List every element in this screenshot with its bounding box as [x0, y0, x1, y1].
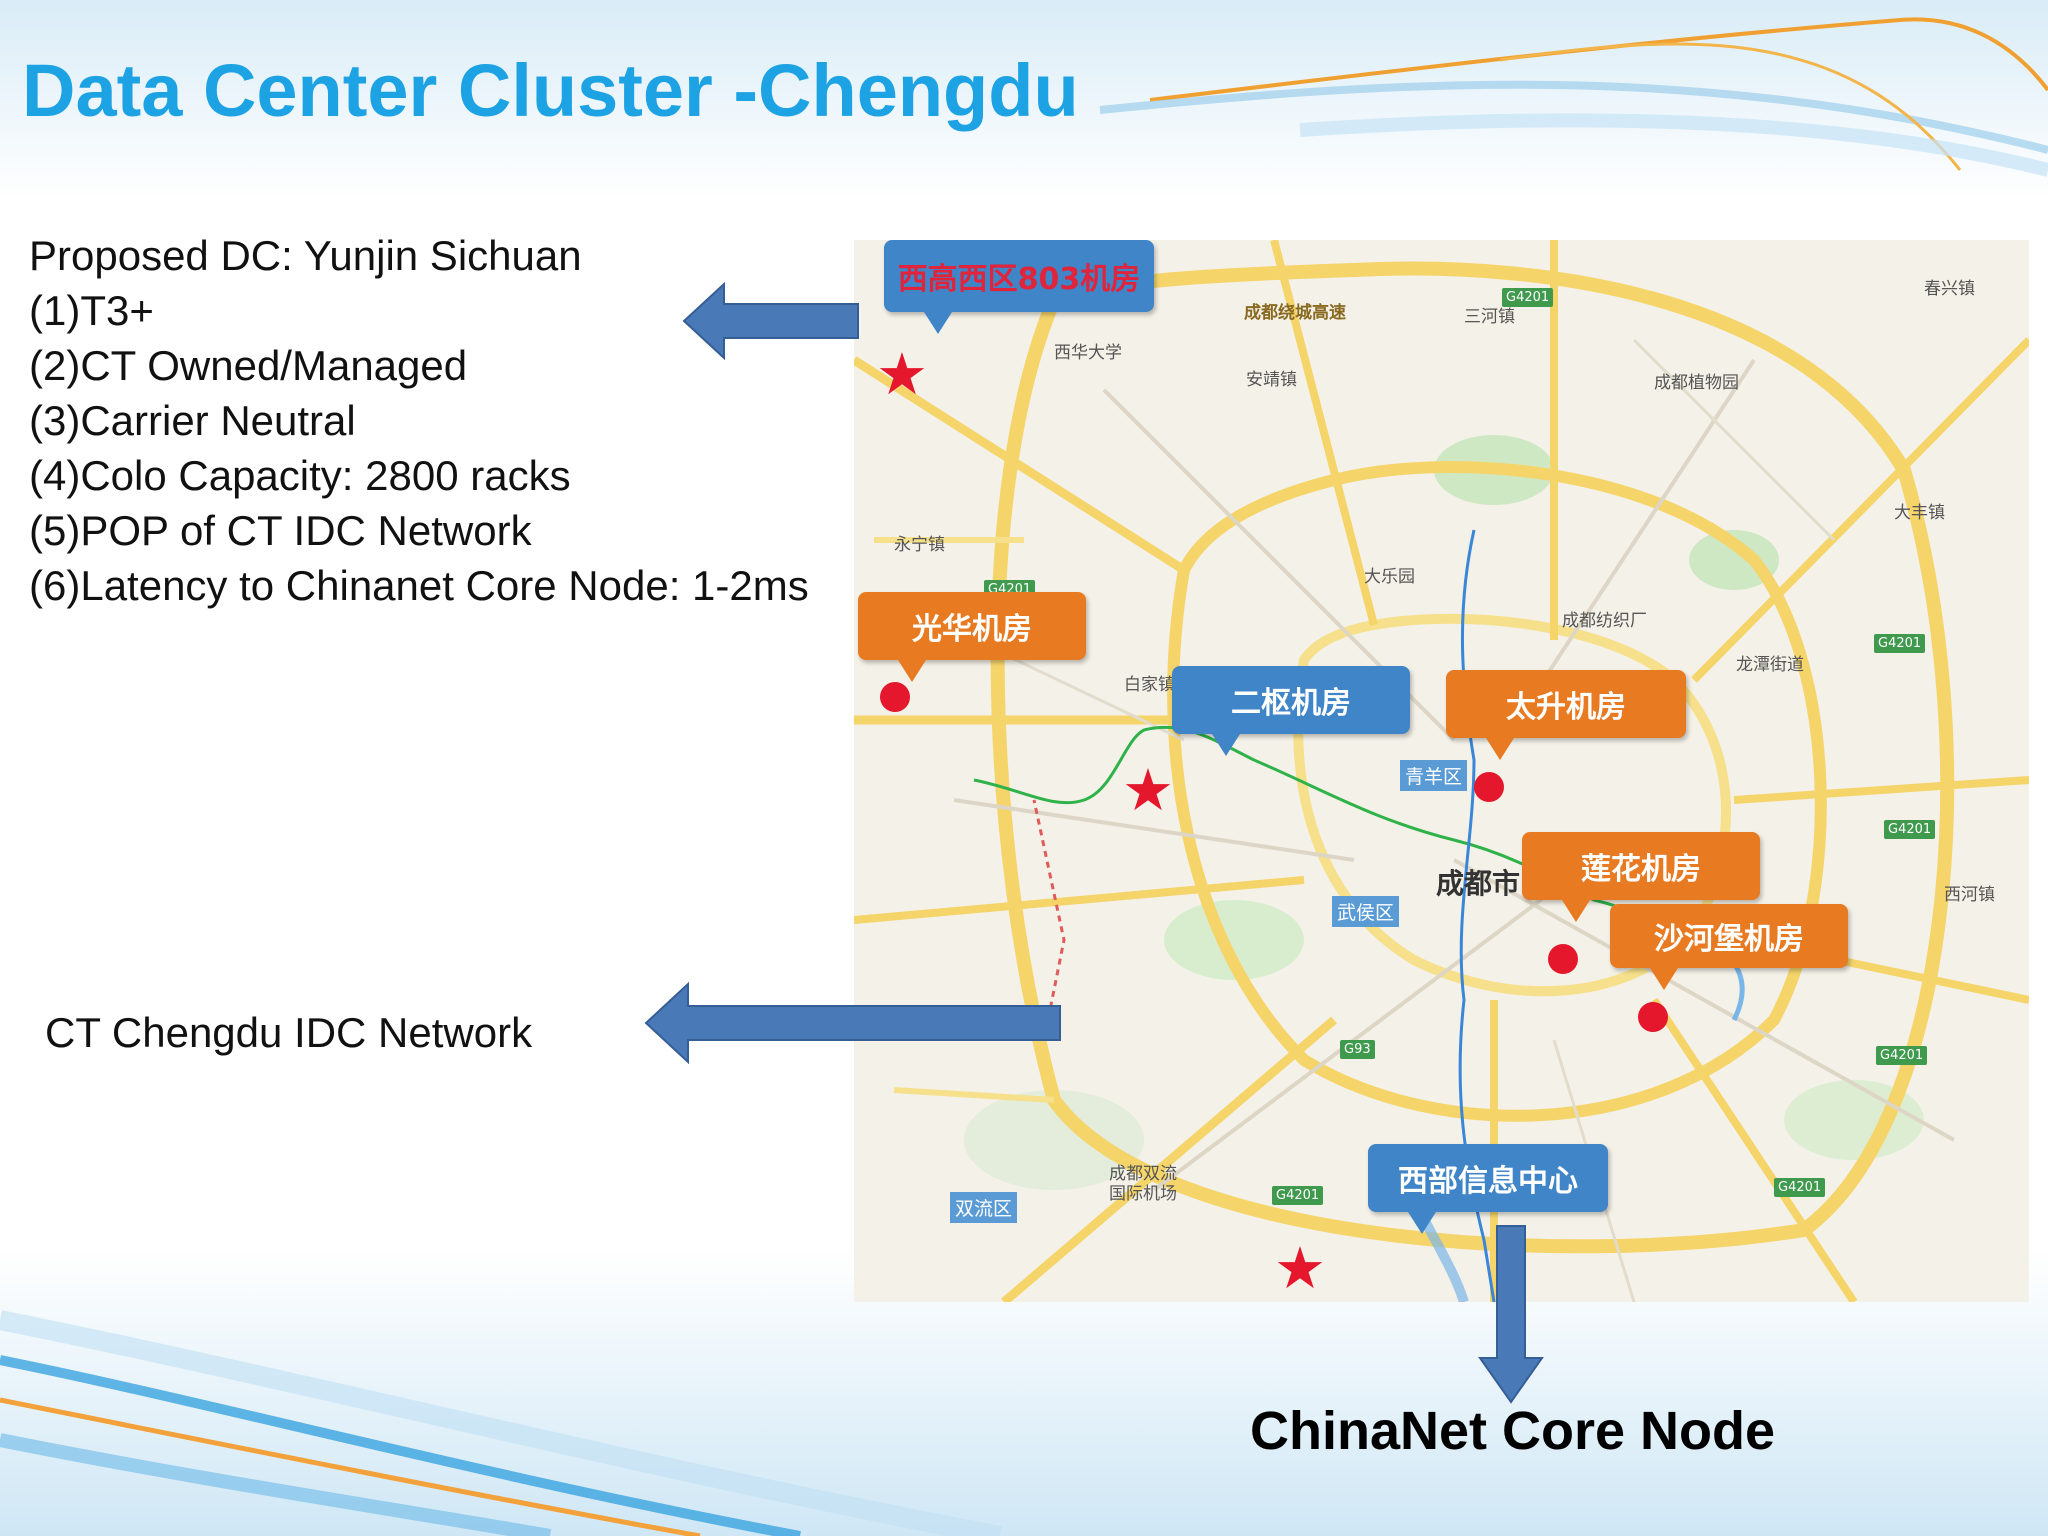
callout-tail [1408, 1212, 1436, 1234]
district-label: 青羊区 [1400, 760, 1468, 791]
map-label: 成都绕城高速 [1244, 303, 1346, 323]
map-label: 西河镇 [1944, 885, 1995, 905]
star-marker: ★ [876, 342, 928, 407]
road-badge: G4201 [1502, 288, 1554, 307]
left-arrow-idc-network [644, 981, 1061, 1065]
callout-tail [924, 312, 952, 334]
callout-erhuan-dc: 二枢机房 [1172, 666, 1410, 756]
spec-line: (2)CT Owned/Managed [29, 342, 468, 389]
road-badge: G4201 [1876, 1046, 1928, 1065]
callout-label: 沙河堡机房 [1654, 922, 1804, 957]
city-label: 成都市 [1436, 867, 1521, 900]
road-badge: G4201 [1884, 820, 1936, 839]
callout-shahebao-dc: 沙河堡机房 [1610, 904, 1848, 990]
map-label: 永宁镇 [894, 535, 945, 555]
star-marker: ★ [1122, 758, 1174, 823]
dot-marker [880, 682, 910, 712]
map-label: 西华大学 [1054, 343, 1122, 363]
callout-tail [898, 660, 926, 682]
road-badge: G4201 [1874, 634, 1926, 653]
map-label: 大丰镇 [1894, 503, 1945, 523]
map-label: 安靖镇 [1246, 370, 1297, 390]
map-label: 成都纺织厂 [1562, 611, 1647, 631]
star-marker: ★ [1274, 1236, 1326, 1301]
road-badge: G4201 [1774, 1178, 1826, 1197]
map-label: 成都植物园 [1654, 373, 1739, 393]
callout-tail [1562, 900, 1590, 922]
map-label: 白家镇 [1124, 675, 1175, 695]
callout-label: 太升机房 [1506, 690, 1626, 725]
district-label: 武侯区 [1332, 896, 1400, 927]
road-badge: G4201 [1272, 1186, 1324, 1205]
callout-label: 莲花机房 [1581, 852, 1701, 887]
dc-spec-list: Proposed DC: Yunjin Sichuan (1)T3+ (2)CT… [29, 228, 809, 613]
callout-lianhua-dc: 莲花机房 [1522, 832, 1760, 922]
map-label: 春兴镇 [1924, 279, 1975, 299]
idc-network-label: CT Chengdu IDC Network [45, 1009, 533, 1056]
district-label: 双流区 [950, 1192, 1018, 1223]
map-label: 三河镇 [1464, 307, 1515, 327]
spec-line: (5)POP of CT IDC Network [29, 507, 532, 554]
map-label: 龙潭街道 [1736, 655, 1804, 675]
road-badge: G93 [1340, 1040, 1375, 1059]
dot-marker [1474, 772, 1504, 802]
callout-xibu-dc: 西部信息中心 [1368, 1144, 1608, 1234]
callout-taisheng-dc: 太升机房 [1446, 670, 1686, 760]
spec-line: (4)Colo Capacity: 2800 racks [29, 452, 571, 499]
down-arrow-core-node [1478, 1225, 1544, 1404]
slide-title: Data Center Cluster -Chengdu [22, 49, 1079, 132]
chengdu-map: 西华大学 安靖镇 成都绕城高速 永宁镇 三河镇 成都植物园 春兴镇 大丰镇 白家… [854, 240, 2029, 1302]
callout-xigao-dc: 西高西区803机房 [884, 240, 1154, 334]
callout-label: 西部信息中心 [1398, 1164, 1578, 1199]
spec-line: (6)Latency to Chinanet Core Node: 1-2ms [29, 562, 809, 609]
callout-tail [1486, 738, 1514, 760]
dot-marker [1638, 1002, 1668, 1032]
callout-label: 西高西区803机房 [897, 262, 1141, 297]
spec-line: Proposed DC: Yunjin Sichuan [29, 232, 582, 279]
map-label: 成都双流国际机场 [1109, 1164, 1177, 1204]
left-arrow-proposed-dc [682, 281, 859, 361]
spec-line: (3)Carrier Neutral [29, 397, 356, 444]
callout-label: 光华机房 [912, 612, 1032, 647]
core-node-label: ChinaNet Core Node [1250, 1401, 1776, 1461]
map-label: 大乐园 [1364, 567, 1415, 587]
callout-tail [1212, 734, 1240, 756]
dot-marker [1548, 944, 1578, 974]
callout-tail [1650, 968, 1678, 990]
callout-label: 二枢机房 [1231, 686, 1351, 721]
callout-guanghua-dc: 光华机房 [858, 592, 1086, 682]
spec-line: (1)T3+ [29, 287, 154, 334]
